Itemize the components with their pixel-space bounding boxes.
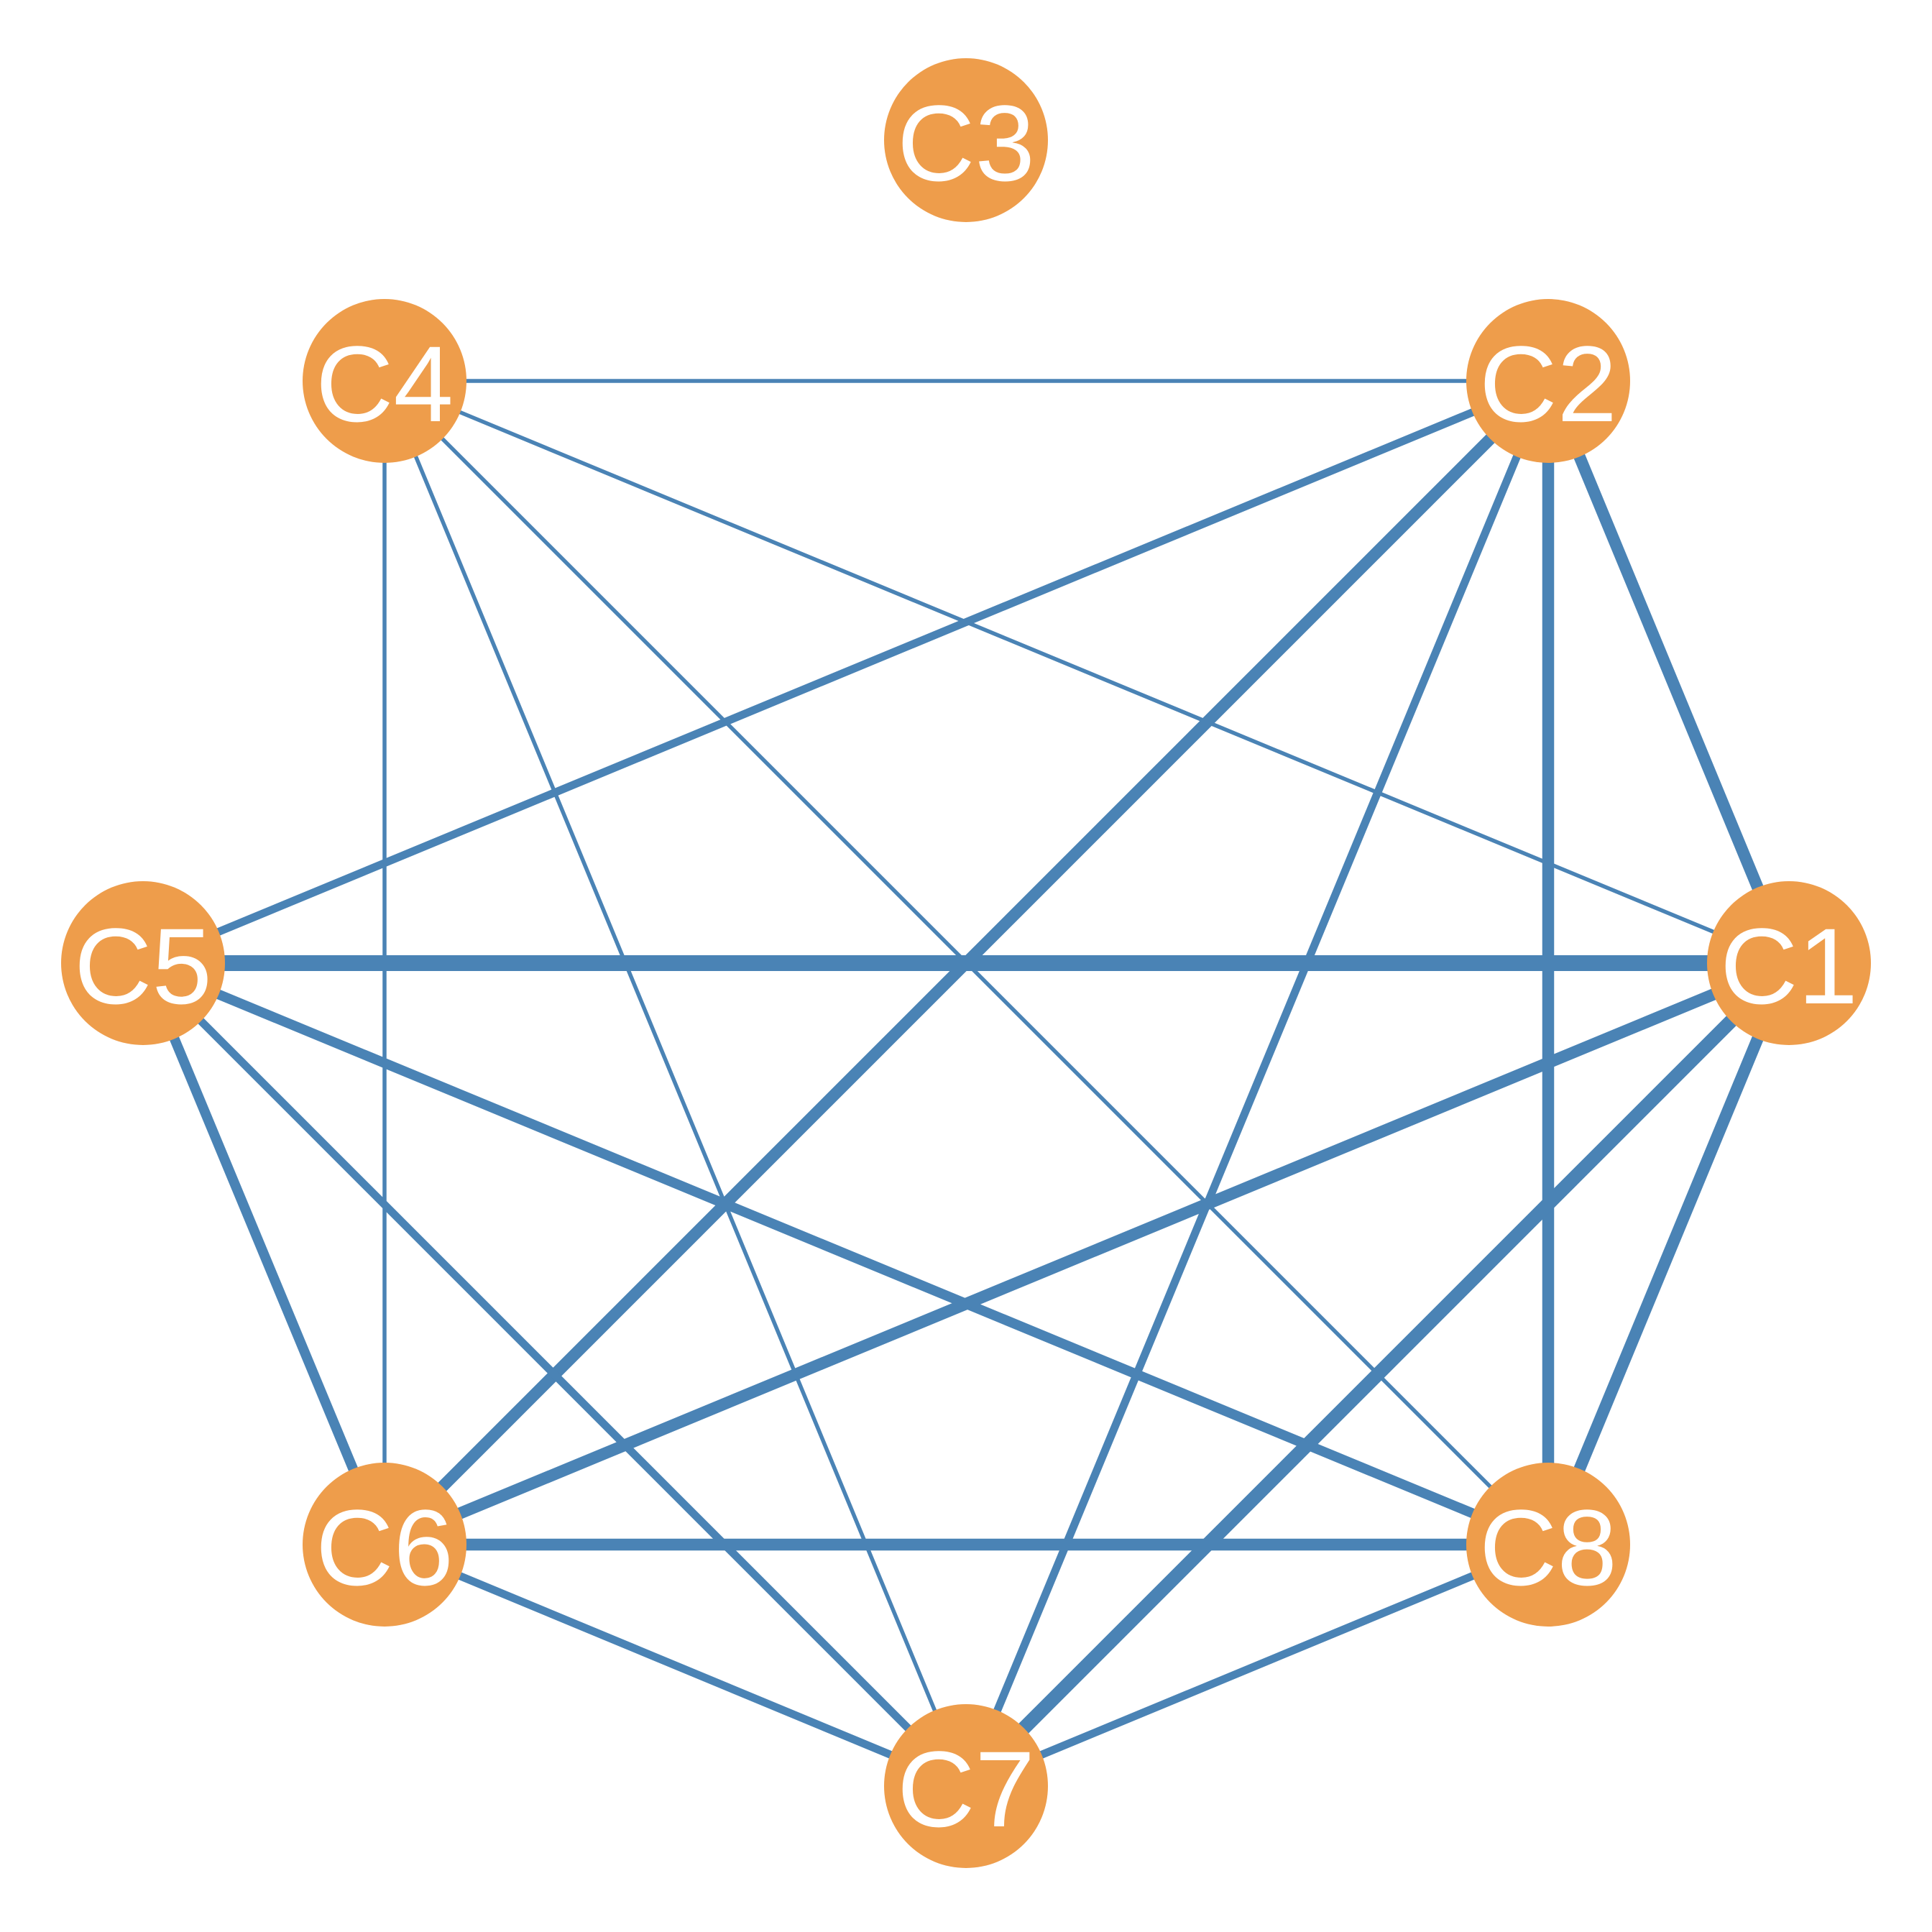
node-label: C5 [74, 906, 212, 1026]
node-c5: C5 [61, 881, 225, 1045]
node-label: C6 [316, 1487, 454, 1608]
node-circle [1466, 299, 1630, 463]
node-circle [884, 58, 1048, 222]
edge-layer [138, 377, 1795, 1791]
edge-c5-c7 [140, 960, 969, 1789]
node-circle [884, 1704, 1048, 1868]
node-label: C4 [316, 323, 454, 444]
edge-c2-c1 [1542, 378, 1795, 966]
node-label: C8 [1479, 1487, 1617, 1608]
node-label: C2 [1479, 323, 1617, 444]
node-circle [1466, 1463, 1630, 1627]
edge-c4-c1 [383, 379, 1790, 965]
node-c8: C8 [1466, 1463, 1630, 1627]
node-label: C7 [897, 1729, 1035, 1849]
node-c1: C1 [1707, 881, 1871, 1045]
node-label: C1 [1720, 906, 1858, 1026]
edge-c2-c7 [962, 379, 1552, 1788]
edge-c6-c7 [382, 1540, 968, 1790]
edge-c1-c8 [1542, 960, 1795, 1547]
edge-c4-c7 [382, 380, 968, 1788]
node-circle [1707, 881, 1871, 1045]
edge-c5-c6 [138, 961, 390, 1547]
edge-c5-c8 [141, 958, 1550, 1550]
node-c7: C7 [884, 1704, 1048, 1868]
node-c3: C3 [884, 58, 1048, 222]
node-circle [61, 881, 225, 1045]
edge-c8-c7 [964, 1540, 1550, 1790]
node-c2: C2 [1466, 299, 1630, 463]
edge-c1-c7 [961, 958, 1794, 1791]
node-circle [303, 1463, 466, 1627]
node-c4: C4 [303, 299, 466, 463]
node-circle [303, 299, 466, 463]
edge-c1-c6 [382, 957, 1792, 1550]
node-c6: C6 [303, 1463, 466, 1627]
edge-c2-c5 [141, 377, 1550, 967]
node-label: C3 [897, 83, 1035, 203]
